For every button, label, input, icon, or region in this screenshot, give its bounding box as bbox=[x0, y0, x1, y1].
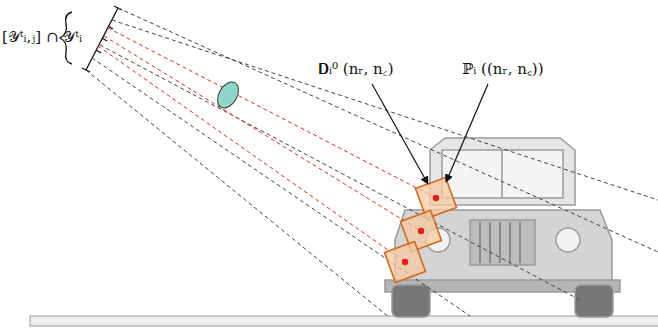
jeep bbox=[385, 138, 620, 317]
ground bbox=[30, 316, 658, 326]
image-sensor bbox=[82, 6, 122, 72]
patch-centers bbox=[402, 195, 439, 265]
lens bbox=[213, 78, 243, 111]
surface-patches bbox=[384, 177, 456, 282]
pixel-rays bbox=[98, 28, 436, 262]
patch-plane-label: ℙᵢ ((nᵣ, n꜀)) bbox=[462, 60, 544, 78]
leader-arrows bbox=[372, 84, 488, 184]
sensor-range-label: [𝒴ᵗᵢ,ⱼ] ∩ 𝒴ᵗᵢ bbox=[2, 28, 82, 46]
patch-depth-label: 𝐃ᵢ⁰ (nᵣ, n꜀) bbox=[318, 60, 394, 78]
projection-rays bbox=[86, 8, 658, 318]
